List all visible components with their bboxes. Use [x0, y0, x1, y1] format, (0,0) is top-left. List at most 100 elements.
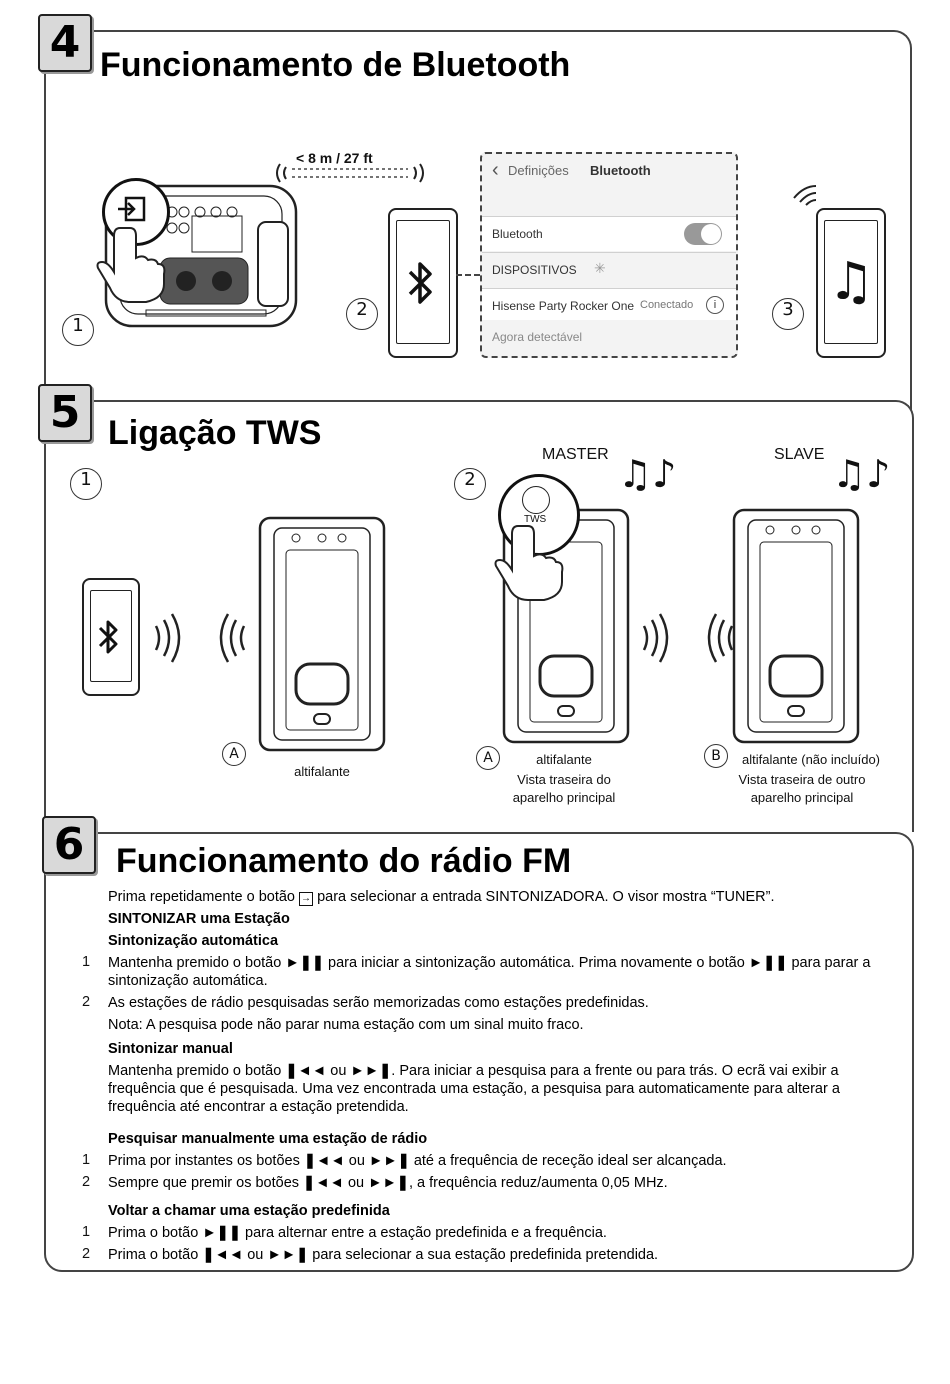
caption-a-2: altifalante: [536, 752, 592, 767]
tws-label: TWS: [524, 514, 547, 525]
pressing-hand-icon: [96, 227, 166, 303]
search-step-1-number: 1: [82, 1152, 91, 1168]
search-step-1-b: até a frequência de receção ideal ser al…: [413, 1153, 727, 1169]
back-chevron-icon[interactable]: ‹: [492, 159, 499, 181]
heading-tune: SINTONIZAR uma Estação: [108, 911, 290, 927]
auto-step-1-number: 1: [82, 954, 91, 970]
auto-step-1-cont: sintonização automática.: [108, 973, 268, 989]
auto-step-2-number: 2: [82, 994, 91, 1010]
search-step-2: Sempre que premir os botões ❚◄◄ ou ►►❚, …: [108, 1174, 893, 1192]
phone-link-dashes: [456, 274, 480, 276]
back-label[interactable]: Definições: [508, 163, 569, 178]
auto-step-1-b: para iniciar a sintonização automática. …: [328, 955, 745, 971]
manual-b: . Para iniciar a pesquisa para a frente …: [391, 1063, 839, 1079]
signal-waves-icon: [154, 613, 246, 663]
wifi-signal-icon: [793, 185, 817, 206]
bluetooth-icon: [408, 262, 432, 304]
search-step-2-or: ou: [347, 1175, 365, 1191]
manual-a: Mantenha premido o botão: [108, 1063, 282, 1079]
recall-step-2-number: 2: [82, 1246, 91, 1262]
phone-step-3: [816, 208, 886, 358]
marker-a-2: A: [476, 746, 500, 770]
search-step-2-number: 2: [82, 1174, 91, 1190]
previous-icon: ❚◄◄: [303, 1153, 345, 1169]
step-2-marker: 2: [346, 298, 378, 330]
bluetooth-settings-panel: ‹ Definições Bluetooth Bluetooth DISPOSI…: [480, 152, 738, 358]
caption-a-2-sub2: aparelho principal: [512, 790, 616, 805]
bluetooth-toggle[interactable]: [684, 223, 722, 245]
note-line: Nota: A pesquisa pode não parar numa est…: [108, 1017, 584, 1033]
signal-waves-icon: [276, 163, 424, 183]
next-icon: ►►❚: [368, 1153, 410, 1169]
manual-line-1: Mantenha premido o botão ❚◄◄ ou ►►❚. Par…: [108, 1062, 893, 1080]
intro-part-b: para selecionar a entrada SINTONIZADORA.…: [317, 889, 775, 905]
next-icon: ►►❚: [350, 1063, 392, 1079]
caption-b-sub1: Vista traseira de outro: [738, 772, 866, 787]
heading-recall: Voltar a chamar uma estação predefinida: [108, 1203, 390, 1219]
intro-part-a: Prima repetidamente o botão: [108, 889, 295, 905]
caption-b-sub2: aparelho principal: [750, 790, 854, 805]
master-label: MASTER: [542, 446, 609, 463]
section-6-title: Funcionamento do rádio FM: [116, 842, 572, 880]
devices-label: DISPOSITIVOS: [492, 263, 577, 277]
previous-icon: ❚◄◄: [202, 1247, 244, 1263]
previous-icon: ❚◄◄: [285, 1063, 327, 1079]
manual-line-3: frequência até encontrar a estação prete…: [108, 1099, 409, 1115]
section-6-badge: 6: [42, 816, 96, 874]
settings-title: Bluetooth: [590, 163, 651, 178]
previous-icon: ❚◄◄: [303, 1175, 344, 1191]
step-3-marker: 3: [772, 298, 804, 330]
settings-header: ‹ Definições Bluetooth: [482, 154, 736, 188]
caption-a-1: altifalante: [294, 764, 350, 779]
device-name: Hisense Party Rocker One: [492, 299, 635, 313]
section-5-title: Ligação TWS: [108, 414, 322, 452]
distance-label: < 8 m / 27 ft: [296, 150, 373, 166]
section-6-frame: [44, 832, 914, 1272]
discoverable-row: Agora detectável: [482, 320, 736, 354]
signal-waves-icon: [642, 613, 734, 663]
bluetooth-icon: [98, 620, 118, 654]
recall-step-1-a: Prima o botão: [108, 1225, 199, 1241]
manual-line-2: frequência que é pesquisada. Uma vez enc…: [108, 1081, 840, 1097]
play-pause-icon: ►❚❚: [748, 955, 788, 971]
heading-manual: Sintonizar manual: [108, 1041, 233, 1057]
slave-label: SLAVE: [774, 446, 825, 463]
device-row[interactable]: Hisense Party Rocker One Conectado i: [482, 288, 736, 323]
manual-or: ou: [330, 1063, 347, 1079]
caption-b: altifalante (não incluído): [741, 752, 881, 767]
play-pause-icon: ►❚❚: [285, 955, 325, 971]
marker-b: B: [704, 744, 728, 768]
caption-a-2-sub1: Vista traseira do: [517, 772, 611, 787]
next-icon: ►►❚: [368, 1175, 409, 1191]
music-note-master-icon: ♫♪: [618, 452, 677, 496]
toggle-knob: [701, 224, 721, 244]
auto-step-1: Mantenha premido o botão ►❚❚ para inicia…: [108, 954, 893, 972]
intro-line: Prima repetidamente o botão → para selec…: [108, 888, 893, 906]
auto-step-1-a: Mantenha premido o botão: [108, 955, 282, 971]
play-pause-icon: ►❚❚: [202, 1225, 241, 1241]
heading-search: Pesquisar manualmente uma estação de rád…: [108, 1131, 428, 1147]
bluetooth-row-label: Bluetooth: [492, 227, 543, 241]
section-5-badge: 5: [38, 384, 92, 442]
heading-auto: Sintonização automática: [108, 933, 279, 949]
devices-row: DISPOSITIVOS ✳: [482, 252, 736, 287]
bluetooth-toggle-row[interactable]: Bluetooth: [482, 216, 736, 251]
section-4-badge: 4: [38, 14, 92, 72]
music-note-slave-icon: ♫♪: [832, 452, 891, 496]
search-step-2-a: Sempre que premir os botões: [108, 1175, 300, 1191]
speaker-tower-a: [258, 516, 386, 752]
search-step-1: Prima por instantes os botões ❚◄◄ ou ►►❚…: [108, 1152, 893, 1170]
search-step-1-or: ou: [348, 1153, 365, 1169]
recall-step-1-number: 1: [82, 1224, 91, 1240]
discoverable-label: Agora detectável: [492, 330, 583, 344]
search-step-2-b: , a frequência reduz/aumenta 0,05 MHz.: [408, 1175, 668, 1191]
section-4-title: Funcionamento de Bluetooth: [100, 46, 571, 84]
recall-step-1: Prima o botão ►❚❚ para alternar entre a …: [108, 1224, 893, 1242]
recall-step-1-b: para alternar entre a estação predefinid…: [245, 1225, 607, 1241]
step-1-marker: 1: [62, 314, 94, 346]
auto-step-1-c: para parar a: [791, 955, 871, 971]
recall-step-2-a: Prima o botão: [108, 1247, 199, 1263]
loading-spinner-icon: ✳: [594, 260, 606, 276]
info-icon[interactable]: i: [706, 296, 724, 314]
input-source-icon: [118, 196, 146, 222]
